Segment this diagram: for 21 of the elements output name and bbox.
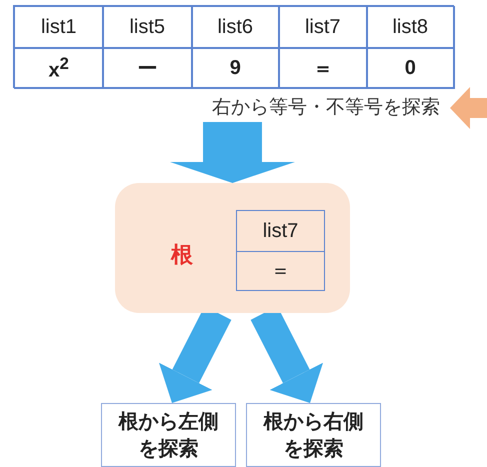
column-header: list5 (102, 6, 192, 48)
data-table (13, 5, 454, 88)
table-cell: ＝ (236, 250, 325, 291)
table-cell: ＝ (278, 47, 368, 89)
root-panel (115, 183, 350, 313)
table-cell: 9 (191, 47, 280, 89)
root-table (236, 210, 325, 291)
table-cell: ー (102, 47, 192, 89)
column-header: list7 (278, 6, 368, 48)
block-arrow (450, 87, 487, 129)
column-header: list7 (236, 210, 325, 252)
column-header: list1 (14, 6, 104, 48)
process-box: 根から右側を探索 (246, 403, 381, 467)
search-note: 右から等号・不等号を探索 (160, 94, 450, 122)
table-cell: 0 (366, 47, 454, 89)
block-arrow (170, 122, 295, 183)
column-header: list8 (366, 6, 454, 48)
process-box: 根から左側を探索 (101, 403, 236, 467)
column-header: list6 (191, 6, 280, 48)
root-label: 根 (171, 241, 193, 269)
table-cell: x$^{2}$ (14, 47, 104, 89)
